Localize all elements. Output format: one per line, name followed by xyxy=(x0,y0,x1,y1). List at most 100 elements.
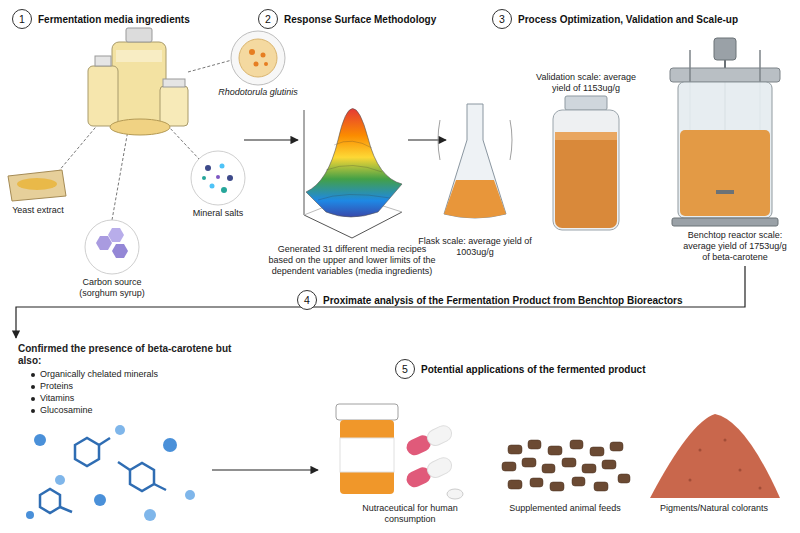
step-heading: Process Optimization, Validation and Sca… xyxy=(518,14,738,25)
mineral-salts-icon xyxy=(210,184,215,189)
caption-text: Pigments/Natural colorants xyxy=(644,503,784,514)
mineral-salts-icon xyxy=(221,187,227,193)
validation-bottle xyxy=(553,96,619,230)
capsules xyxy=(404,423,454,458)
media-bottles xyxy=(116,50,162,62)
shake-flask xyxy=(438,104,512,218)
flow-arrows xyxy=(408,139,446,140)
pill-bottle xyxy=(336,404,398,420)
caption-text: Validation scale: average yield of 1153u… xyxy=(527,72,645,94)
flow-arrows xyxy=(212,469,318,470)
ingredient-connectors xyxy=(58,122,100,172)
mineral-salts-icon xyxy=(227,175,233,181)
mineral-salts-icon xyxy=(216,175,220,179)
shake-flask xyxy=(444,104,506,218)
bullet-dot xyxy=(31,373,35,377)
step-number: 4 xyxy=(297,290,317,310)
caption-text: Benchtop reactor scale: average yield of… xyxy=(679,230,791,262)
bullet-item: Proteins xyxy=(40,381,240,392)
feed-pellets xyxy=(594,482,608,491)
feed-pellets xyxy=(528,440,541,449)
capsules xyxy=(425,455,454,480)
bullet-dot xyxy=(31,397,35,401)
sorghum-syrup-icon xyxy=(96,236,112,250)
benchtop-bioreactor xyxy=(672,218,778,226)
step-heading: Response Surface Methodology xyxy=(284,14,436,25)
caption-text: Supplemented animal feeds xyxy=(495,503,635,514)
feed-pellets xyxy=(618,474,630,483)
feed-pellets xyxy=(522,458,536,467)
molecule-illustration xyxy=(130,463,154,491)
media-bottles xyxy=(126,28,152,42)
step-marker: 3Process Optimization, Validation and Sc… xyxy=(492,9,738,29)
capsules xyxy=(404,423,463,499)
ingredient-connectors xyxy=(112,130,128,220)
sorghum-syrup-icon xyxy=(85,220,139,274)
petri-dish xyxy=(231,31,285,85)
validation-bottle xyxy=(565,96,607,110)
benchtop-bioreactor xyxy=(670,68,780,82)
media-bottles xyxy=(88,66,118,126)
feed-pellets xyxy=(530,478,543,487)
petri-dish xyxy=(239,39,277,77)
pill-bottle xyxy=(336,404,398,494)
step-number: 5 xyxy=(395,359,415,379)
molecule-illustration xyxy=(144,509,156,521)
pigment-powder xyxy=(650,414,780,498)
benchtop-bioreactor xyxy=(680,130,770,216)
pigment-powder xyxy=(724,439,727,442)
caption-text: Generated 31 different media recipes bas… xyxy=(265,244,440,276)
molecule-illustration xyxy=(99,438,110,445)
capsules xyxy=(447,489,463,499)
feed-pellets xyxy=(550,482,564,491)
step-heading: Potential applications of the fermented … xyxy=(421,364,645,375)
response-surface-plot xyxy=(304,108,402,238)
step-marker: 5 Potential applications of the fermented… xyxy=(395,359,645,379)
feed-pellets xyxy=(610,442,623,451)
caption-text: Yeast extract xyxy=(0,205,78,216)
mineral-salts-icon xyxy=(191,151,245,205)
step-marker: 1Fermentation media ingredients xyxy=(12,9,190,29)
media-bottles xyxy=(95,56,111,66)
feed-pellets xyxy=(590,447,604,456)
response-surface-plot xyxy=(318,141,390,200)
capsules xyxy=(425,423,454,448)
molecule-illustration xyxy=(163,438,177,452)
benchtop-bioreactor xyxy=(670,38,780,226)
mineral-salts-icon xyxy=(202,176,206,180)
media-bottles xyxy=(163,79,185,87)
step-heading: Fermentation media ingredients xyxy=(38,14,190,25)
finding-text: Confirmed the presence of beta-carotene … xyxy=(18,343,253,367)
caption-text: Mineral salts xyxy=(178,208,258,219)
ingredient-connectors xyxy=(168,126,200,160)
petri-dish xyxy=(254,62,259,67)
molecule-illustration xyxy=(154,484,166,490)
feed-pellets xyxy=(542,464,555,473)
yeast-packet xyxy=(8,170,66,201)
molecule-illustration xyxy=(115,425,125,435)
molecule-illustration xyxy=(26,511,34,519)
flow-arrows xyxy=(16,266,745,338)
step-heading: Proximate analysis of the Fermentation P… xyxy=(323,295,683,306)
bullet-item: Glucosamine xyxy=(40,405,240,416)
validation-bottle xyxy=(555,132,617,228)
caption-text: Carbon source (sorghum syrup) xyxy=(70,277,155,299)
feed-pellets xyxy=(572,477,585,486)
pill-bottle xyxy=(340,420,394,494)
media-bottles xyxy=(112,42,166,126)
media-bottles xyxy=(88,28,188,135)
mineral-salts-icon xyxy=(205,165,211,171)
step-number: 2 xyxy=(258,9,278,29)
bullet-dot xyxy=(31,385,35,389)
petri-dish xyxy=(249,49,255,55)
benchtop-bioreactor xyxy=(716,190,734,194)
benchtop-bioreactor xyxy=(714,38,736,60)
validation-bottle xyxy=(555,132,617,140)
sorghum-syrup-icon xyxy=(112,244,128,258)
bullet-item: Organically chelated minerals xyxy=(40,369,240,380)
step-marker: 4 Proximate analysis of the Fermentation … xyxy=(297,290,683,310)
step-marker: 2 Response Surface Methodology xyxy=(258,9,436,29)
pigment-powder xyxy=(699,449,702,452)
caption-text: Rhodotorula glutinis xyxy=(208,87,308,98)
validation-bottle xyxy=(553,110,619,230)
